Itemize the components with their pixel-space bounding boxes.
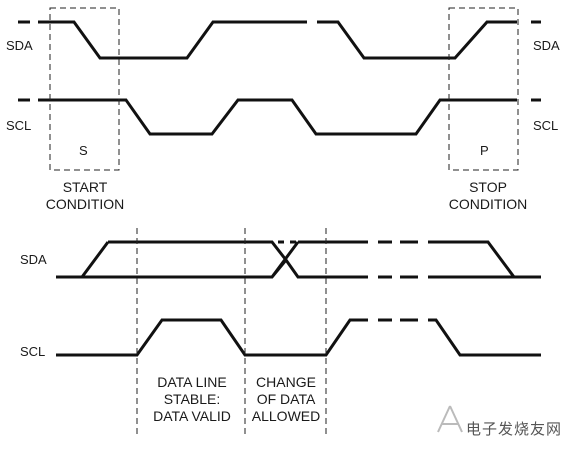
scl-label-left-top: SCL bbox=[6, 118, 32, 133]
sda-waveform-bottom-high bbox=[108, 240, 541, 279]
sda-waveform-top bbox=[18, 20, 541, 60]
data-change-label: CHANGE OF DATA ALLOWED bbox=[246, 374, 326, 425]
start-condition-box bbox=[49, 7, 120, 171]
stop-line-2: CONDITION bbox=[448, 196, 528, 212]
watermark-text: 电子发烧友网 bbox=[466, 420, 563, 438]
change-line-3: ALLOWED bbox=[251, 408, 321, 424]
start-condition-label: START CONDITION bbox=[30, 179, 140, 213]
stop-symbol: P bbox=[480, 143, 489, 158]
scl-waveform-bottom bbox=[56, 318, 541, 357]
sda-label-right-top: SDA bbox=[533, 38, 560, 53]
start-line-1: START bbox=[62, 179, 108, 195]
scl-waveform-top bbox=[18, 98, 541, 136]
watermark-logo-icon bbox=[437, 405, 463, 433]
stable-line-3: DATA VALID bbox=[153, 408, 231, 424]
data-stable-label: DATA LINE STABLE: DATA VALID bbox=[140, 374, 244, 425]
stable-line-1: DATA LINE bbox=[157, 374, 227, 390]
stop-condition-label: STOP CONDITION bbox=[433, 179, 543, 213]
start-symbol: S bbox=[79, 143, 88, 158]
change-line-2: OF DATA bbox=[256, 391, 316, 407]
sda-waveform-bottom-low bbox=[56, 241, 541, 279]
stop-line-1: STOP bbox=[469, 179, 507, 195]
change-line-1: CHANGE bbox=[256, 374, 316, 390]
scl-label-right-top: SCL bbox=[533, 118, 559, 133]
stable-line-2: STABLE: bbox=[163, 391, 221, 407]
stop-condition-box bbox=[448, 7, 519, 171]
start-line-2: CONDITION bbox=[45, 196, 125, 212]
sda-label-bottom: SDA bbox=[20, 252, 47, 267]
scl-label-bottom: SCL bbox=[20, 344, 46, 359]
sda-label-left-top: SDA bbox=[6, 38, 33, 53]
